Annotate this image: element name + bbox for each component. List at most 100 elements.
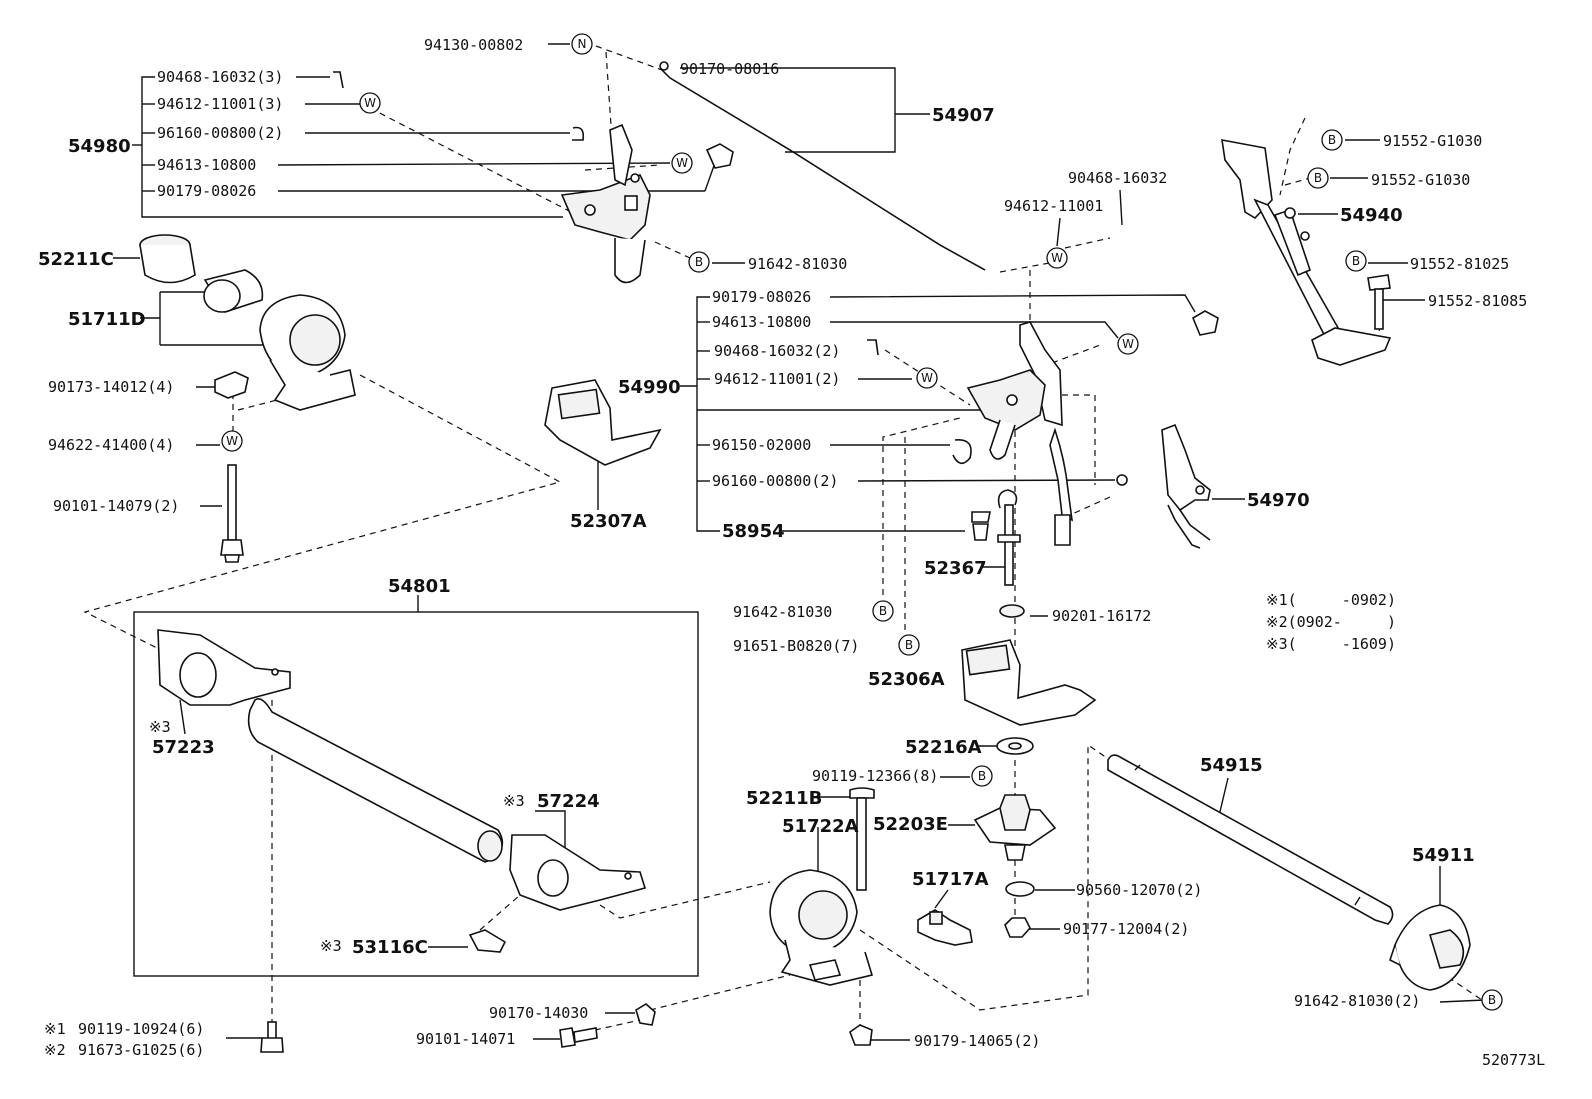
label-94612-11001-3: 94612-11001(3)	[157, 95, 283, 113]
label-52367: 52367	[924, 558, 987, 579]
label-90179-08026: 90179-08026	[157, 182, 256, 200]
label-51717A: 51717A	[912, 869, 989, 890]
label-90101-14071: 90101-14071	[416, 1030, 515, 1048]
label-90170-14030: 90170-14030	[489, 1004, 588, 1022]
spring-58954	[971, 511, 991, 541]
label-91552-g1030: 91552-G1030	[1383, 132, 1482, 150]
part-labels: 94130-00802 90170-08016 54907 54980 9046…	[38, 36, 1527, 1059]
w-mark: W	[221, 430, 243, 452]
label-91552-81085: 91552-81085	[1428, 292, 1527, 310]
label-52307A: 52307A	[570, 511, 647, 532]
label-90468-16032-3: 90468-16032(3)	[157, 68, 283, 86]
bolt-90119-10924	[260, 1021, 284, 1053]
legend: ※1( -0902) ※2(0902- ) ※3( -1609)	[1266, 591, 1396, 653]
bolt-91552-81085	[1367, 274, 1391, 330]
label-90560-12070: 90560-12070(2)	[1076, 881, 1202, 899]
bushing-52211C	[139, 234, 196, 284]
bolt-90101-14071	[559, 1027, 598, 1048]
label-53116C: 53116C	[352, 937, 428, 958]
b-mark-text: B	[695, 255, 703, 269]
torsion-bar-54915	[1107, 754, 1394, 925]
b-mark-text: B	[1314, 171, 1322, 185]
label-54801: 54801	[388, 576, 451, 597]
b-mark: B	[1345, 250, 1367, 272]
diagram-id: 520773L	[1482, 1051, 1545, 1069]
label-91673-g1025: 91673-G1025(6)	[78, 1041, 204, 1059]
label-94612-11001-2: 94612-11001(2)	[714, 370, 840, 388]
label-94130-00802: 94130-00802	[424, 36, 523, 54]
b-mark: B	[1307, 167, 1329, 189]
label-91642-81030: 91642-81030	[748, 255, 847, 273]
bolt-52211B	[849, 787, 875, 891]
label-91642-81030-2: 91642-81030(2)	[1294, 992, 1420, 1010]
label-91651-b0820: 91651-B0820(7)	[733, 637, 859, 655]
label-90468-16032-2: 90468-16032(2)	[714, 342, 840, 360]
mount-52203E	[973, 794, 1057, 861]
label-94613-10800-b: 94613-10800	[712, 313, 811, 331]
label-54940: 54940	[1340, 205, 1403, 226]
label-57223: 57223	[152, 737, 215, 758]
assembly-dashed-lines	[83, 45, 1483, 1031]
symbol-marks: N W W B W W W W B B B B B B B	[221, 33, 1503, 1011]
leader-lines	[113, 43, 1486, 1041]
b-mark-text: B	[1488, 993, 1496, 1007]
label-96160-00800-2-b: 96160-00800(2)	[712, 472, 838, 490]
label-52211C: 52211C	[38, 249, 114, 270]
bolt-90101-14079	[220, 464, 244, 563]
label-57224: 57224	[537, 791, 600, 812]
label-52211B: 52211B	[746, 788, 822, 809]
label-54990: 54990	[618, 377, 681, 398]
label-52216A: 52216A	[905, 737, 982, 758]
w-mark-text: W	[1122, 337, 1134, 351]
label-52306A: 52306A	[868, 669, 945, 690]
legend-item-3: ※3( -1609)	[1266, 635, 1396, 653]
cushion-51722A	[769, 869, 874, 986]
b-mark: B	[688, 251, 710, 273]
crossmember-54801	[157, 629, 647, 953]
b-mark-text: B	[905, 638, 913, 652]
label-90179-14065: 90179-14065(2)	[914, 1032, 1040, 1050]
label-94622-41400: 94622-41400(4)	[48, 436, 174, 454]
label-91642-81030-b: 91642-81030	[733, 603, 832, 621]
label-90119-12366: 90119-12366(8)	[812, 767, 938, 785]
w-mark-text: W	[676, 156, 688, 170]
b-mark-text: B	[1328, 133, 1336, 147]
ref2-mark: ※2	[44, 1041, 66, 1059]
label-54911: 54911	[1412, 845, 1475, 866]
bracket-52307A	[544, 379, 662, 466]
label-90201-16172: 90201-16172	[1052, 607, 1151, 625]
w-mark: W	[916, 367, 938, 389]
ref1-mark: ※1	[44, 1020, 66, 1038]
label-52203E: 52203E	[873, 814, 948, 835]
label-58954: 58954	[722, 521, 785, 542]
b-mark-text: B	[1352, 254, 1360, 268]
b-mark: B	[971, 765, 993, 787]
w-mark-text: W	[1051, 251, 1063, 265]
b-mark: B	[898, 634, 920, 656]
w-mark-text: W	[364, 96, 376, 110]
label-90177-12004: 90177-12004(2)	[1063, 920, 1189, 938]
bracket-52306A	[961, 639, 1097, 726]
label-90101-14079: 90101-14079(2)	[53, 497, 179, 515]
label-96150-02000: 96150-02000	[712, 436, 811, 454]
n-mark: N	[571, 33, 593, 55]
b-mark: B	[1481, 989, 1503, 1011]
bracket-54940	[1221, 139, 1392, 366]
b-mark-text: B	[978, 769, 986, 783]
label-96160-00800-2: 96160-00800(2)	[157, 124, 283, 142]
ref3-mark-57224: ※3	[503, 792, 525, 810]
b-mark: B	[872, 600, 894, 622]
w-mark: W	[359, 92, 381, 114]
plate-51717A	[917, 909, 973, 946]
label-90119-10924: 90119-10924(6)	[78, 1020, 204, 1038]
w-mark: W	[1117, 333, 1139, 355]
latch-assembly-54990	[867, 321, 1073, 522]
ref3-mark-57223: ※3	[149, 718, 171, 736]
cushion-51711D	[203, 269, 356, 411]
part-drawings	[139, 61, 1471, 1053]
part-54911	[1389, 904, 1471, 991]
label-54970: 54970	[1247, 490, 1310, 511]
label-91552-81025: 91552-81025	[1410, 255, 1509, 273]
